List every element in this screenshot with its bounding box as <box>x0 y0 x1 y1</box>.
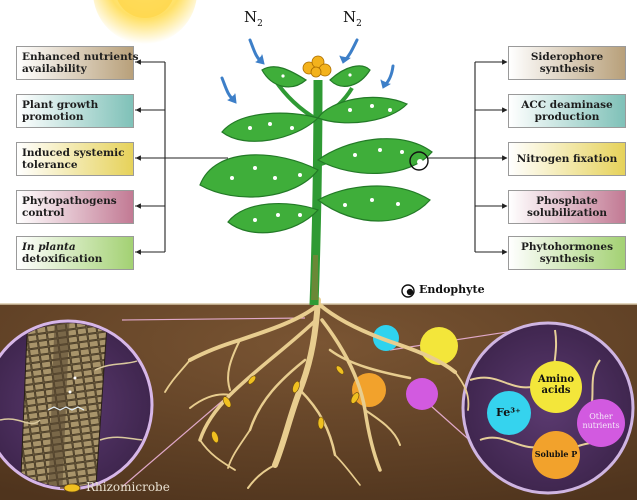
plant-leaves <box>199 65 433 234</box>
box-line: promotion <box>22 111 84 123</box>
box-line-italic: In planta <box>22 241 76 253</box>
soluble-p-label: Soluble P <box>534 449 578 459</box>
box-acc-deaminase: ACC deaminase production <box>508 94 626 128</box>
n2-label-right: N2 <box>343 8 362 29</box>
left-connector-lines <box>135 59 228 255</box>
box-line: ACC deaminase <box>521 99 613 111</box>
box-line: Enhanced nutrients <box>22 51 139 63</box>
box-enhanced-nutrients: Enhanced nutrients availability <box>16 46 139 80</box>
n2-symbol: N <box>343 8 357 26</box>
box-line: tolerance <box>22 159 78 171</box>
endophyte-dots <box>230 73 404 222</box>
box-phytopathogens: Phytopathogens control <box>16 190 134 224</box>
endophyte-highlight <box>409 151 429 171</box>
amino-line: acids <box>541 385 571 396</box>
endophyte-legend-icon <box>401 284 415 298</box>
box-line: Siderophore <box>530 51 604 63</box>
box-line: availability <box>22 63 87 75</box>
box-line: synthesis <box>539 253 595 265</box>
box-line: Phytohormones <box>521 241 613 253</box>
rhizomicrobe-legend-icon <box>60 483 81 493</box>
box-siderophore: Siderophore synthesis <box>508 46 626 80</box>
n2-label-left: N2 <box>244 8 263 29</box>
rhizomicrobe-icons <box>211 365 360 444</box>
box-phytohormones: Phytohormones synthesis <box>508 236 626 270</box>
box-line: Nitrogen fixation <box>516 153 618 165</box>
n2-subscript: 2 <box>257 19 263 29</box>
other-nutrients-label: Other nutrients <box>581 412 621 430</box>
box-line: control <box>22 207 65 219</box>
box-nitrogen-fixation: Nitrogen fixation <box>508 142 626 176</box>
sun-icon <box>93 0 197 44</box>
rhizosphere-bubbles <box>352 325 458 410</box>
endophyte-label: Endophyte <box>419 283 485 296</box>
root-system <box>164 297 470 489</box>
n2-subscript: 2 <box>356 19 362 29</box>
iron-label: Fe³⁺ <box>496 406 521 419</box>
other-line: nutrients <box>582 421 620 430</box>
soluble-p-bubble <box>532 431 580 479</box>
box-line: Induced systemic <box>22 147 125 159</box>
box-induced-tolerance: Induced systemic tolerance <box>16 142 134 176</box>
right-connector-lines <box>428 59 508 255</box>
box-line: Phytopathogens <box>22 195 117 207</box>
box-plant-growth: Plant growth promotion <box>16 94 134 128</box>
box-detoxification: In planta detoxification <box>16 236 134 270</box>
amino-acids-label: Amino acids <box>536 374 576 396</box>
other-line: Other <box>589 412 613 421</box>
flower-bud <box>302 55 332 78</box>
other-nutrients-bubble <box>577 399 625 447</box>
box-line: solubilization <box>526 207 608 219</box>
box-line: synthesis <box>539 63 595 75</box>
box-line: Plant growth <box>22 99 99 111</box>
box-line: Phosphate <box>536 195 598 207</box>
nutrient-zoom-circle <box>461 321 635 495</box>
nitrogen-arrows <box>220 38 395 104</box>
box-line: production <box>534 111 600 123</box>
box-line: detoxification <box>22 253 103 265</box>
amino-acids-bubble <box>530 361 582 413</box>
box-phosphate: Phosphate solubilization <box>508 190 626 224</box>
iron-bubble <box>487 391 531 435</box>
rhizomicrobe-label: Rhizomicrobe <box>86 480 170 494</box>
amino-line: Amino <box>537 374 575 385</box>
n2-symbol: N <box>244 8 258 26</box>
